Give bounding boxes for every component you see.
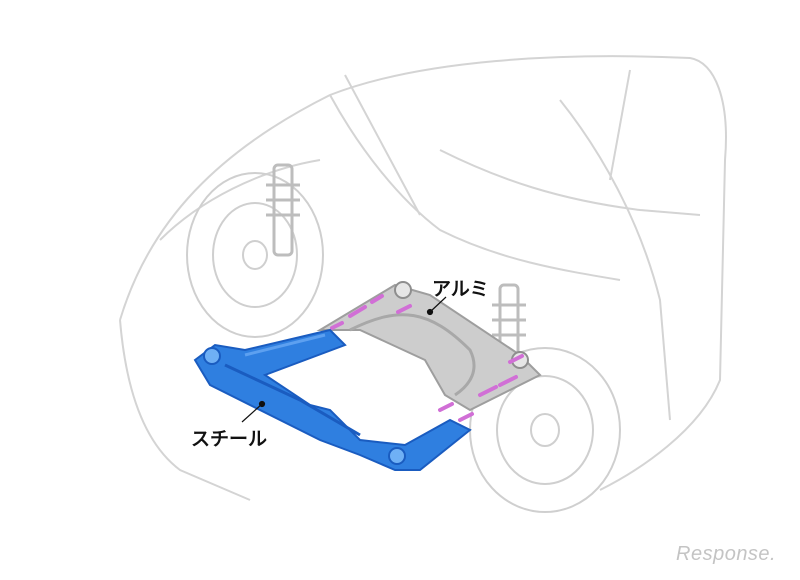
aluminum-subframe [316, 281, 542, 412]
steel-label: スチール [191, 428, 268, 450]
car-body-outline [119, 55, 727, 501]
front-left-strut [266, 163, 300, 257]
response-watermark: Response. [676, 543, 777, 565]
aluminum-label: アルミ [432, 278, 489, 300]
leader-lines [241, 296, 447, 423]
steel-subframe [193, 328, 472, 471]
front-left-wheel [186, 172, 324, 338]
